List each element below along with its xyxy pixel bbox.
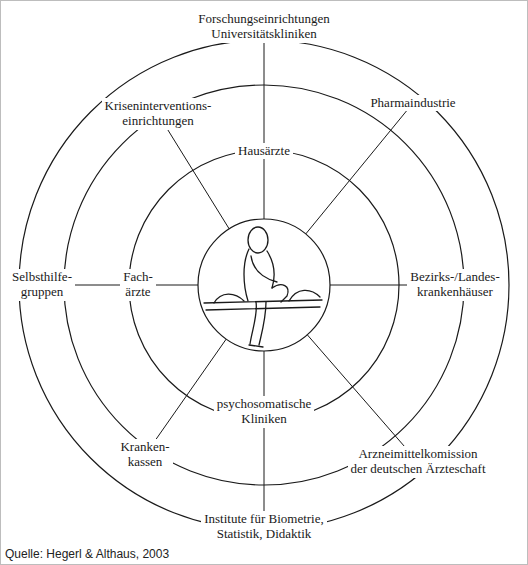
source-caption: Quelle: Hegerl & Althaus, 2003 [3, 547, 171, 561]
stakeholder-label: psychosomatische Kliniken [214, 396, 315, 428]
third-ring [64, 85, 464, 485]
stakeholder-label: Selbsthilfe- gruppen [9, 269, 75, 301]
patient-illustration [204, 227, 322, 347]
spoke [158, 114, 229, 229]
spoke [306, 103, 413, 234]
stakeholder-label: Pharmaindustrie [367, 95, 458, 112]
inner-ring [198, 219, 330, 351]
spoke [264, 351, 265, 527]
stakeholder-label: Kranken- kassen [117, 439, 172, 471]
stakeholder-label: Hausärzte [235, 143, 293, 160]
spoke [307, 335, 418, 462]
stakeholder-label: Bezirks-/Landes- krankenhäuser [407, 269, 503, 301]
stakeholder-label: Arzneimittelkomission der deutschen Ärzt… [348, 446, 489, 478]
spoke [264, 27, 265, 219]
stakeholder-label: Kriseninterventions- einrichtungen [102, 98, 215, 130]
stakeholder-label: Fach- ärzte [120, 269, 156, 301]
stakeholder-label: Forschungseinrichtungen Universitätsklin… [195, 11, 332, 43]
stakeholder-label: Institute für Biometrie, Statistik, Dida… [201, 511, 327, 543]
